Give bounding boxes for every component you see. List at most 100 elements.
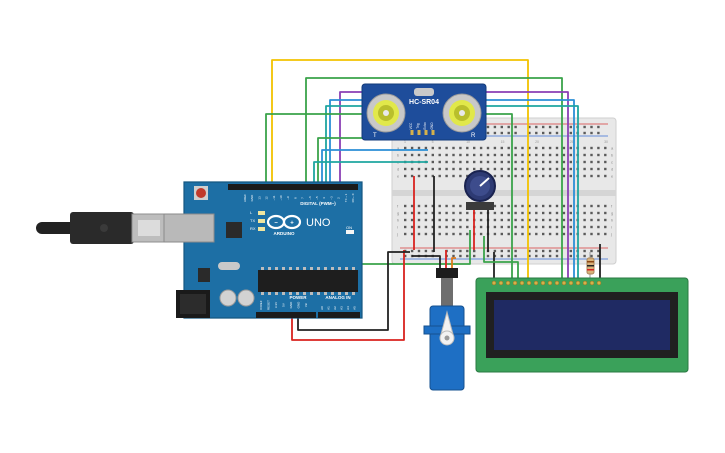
breadboard-hole[interactable] <box>493 232 497 236</box>
breadboard-hole[interactable] <box>452 160 455 164</box>
breadboard-hole[interactable] <box>514 218 517 222</box>
breadboard-hole[interactable] <box>562 204 566 208</box>
breadboard-hole[interactable] <box>410 174 414 178</box>
breadboard-hole[interactable] <box>404 167 407 171</box>
breadboard-hole[interactable] <box>555 174 559 178</box>
rail-hole[interactable] <box>486 125 490 129</box>
lcd-pin[interactable] <box>589 280 595 286</box>
breadboard-hole[interactable] <box>493 204 497 208</box>
breadboard-hole[interactable] <box>528 167 531 171</box>
breadboard-hole[interactable] <box>404 232 407 236</box>
breadboard-hole[interactable] <box>445 146 448 150</box>
lcd-pin[interactable] <box>582 280 588 286</box>
rail-hole[interactable] <box>555 254 559 258</box>
breadboard-hole[interactable] <box>604 211 607 215</box>
breadboard-hole[interactable] <box>417 167 421 171</box>
breadboard-hole[interactable] <box>410 225 414 229</box>
breadboard-hole[interactable] <box>493 153 497 157</box>
breadboard-hole[interactable] <box>507 160 510 164</box>
rail-hole[interactable] <box>507 254 510 258</box>
rail-hole[interactable] <box>493 131 497 135</box>
rail-hole[interactable] <box>507 125 510 129</box>
rail-hole[interactable] <box>555 131 559 135</box>
breadboard-hole[interactable] <box>410 146 414 150</box>
rail-hole[interactable] <box>590 131 593 135</box>
breadboard-hole[interactable] <box>473 160 476 164</box>
breadboard-hole[interactable] <box>493 174 497 178</box>
rail-hole[interactable] <box>528 125 531 129</box>
servo-horn-icon[interactable] <box>439 310 455 346</box>
breadboard-hole[interactable] <box>555 167 559 171</box>
servo-motor[interactable] <box>423 268 471 391</box>
breadboard-hole[interactable] <box>452 167 455 171</box>
rail-hole[interactable] <box>542 249 545 253</box>
breadboard-hole[interactable] <box>500 218 503 222</box>
breadboard-hole[interactable] <box>535 225 538 229</box>
breadboard-hole[interactable] <box>500 160 503 164</box>
breadboard-hole[interactable] <box>562 167 566 171</box>
rail-hole[interactable] <box>507 131 510 135</box>
breadboard-hole[interactable] <box>479 211 483 215</box>
breadboard-hole[interactable] <box>493 218 497 222</box>
breadboard-hole[interactable] <box>569 153 572 157</box>
breadboard-hole[interactable] <box>583 174 586 178</box>
breadboard-hole[interactable] <box>528 204 531 208</box>
breadboard-hole[interactable] <box>535 146 538 150</box>
breadboard-hole[interactable] <box>542 232 545 236</box>
breadboard-hole[interactable] <box>604 153 607 157</box>
breadboard-hole[interactable] <box>548 204 552 208</box>
breadboard-hole[interactable] <box>542 167 545 171</box>
potentiometer[interactable] <box>464 170 496 210</box>
breadboard-hole[interactable] <box>528 218 531 222</box>
lcd-pin[interactable] <box>540 280 546 286</box>
breadboard-hole[interactable] <box>417 218 421 222</box>
breadboard-hole[interactable] <box>597 153 600 157</box>
reset-button-icon[interactable] <box>194 186 208 200</box>
breadboard-hole[interactable] <box>424 146 428 150</box>
breadboard-hole[interactable] <box>445 225 448 229</box>
breadboard-hole[interactable] <box>562 211 566 215</box>
breadboard-hole[interactable] <box>514 160 517 164</box>
breadboard-hole[interactable] <box>445 218 448 222</box>
rail-hole[interactable] <box>473 254 476 258</box>
breadboard-hole[interactable] <box>438 167 441 171</box>
lcd-pin[interactable] <box>554 280 560 286</box>
breadboard-hole[interactable] <box>528 211 531 215</box>
breadboard-hole[interactable] <box>521 167 524 171</box>
breadboard-hole[interactable] <box>535 218 538 222</box>
rail-hole[interactable] <box>597 249 600 253</box>
breadboard-hole[interactable] <box>521 204 524 208</box>
lcd-pins[interactable] <box>491 280 602 286</box>
breadboard-hole[interactable] <box>569 204 572 208</box>
breadboard-hole[interactable] <box>507 232 510 236</box>
breadboard-hole[interactable] <box>542 204 545 208</box>
breadboard-hole[interactable] <box>410 218 414 222</box>
breadboard-hole[interactable] <box>507 218 510 222</box>
sensor-pin[interactable] <box>417 130 421 135</box>
breadboard-hole[interactable] <box>438 146 441 150</box>
rail-hole[interactable] <box>569 254 572 258</box>
breadboard-hole[interactable] <box>479 153 483 157</box>
breadboard-hole[interactable] <box>535 167 538 171</box>
breadboard-hole[interactable] <box>555 146 559 150</box>
rail-hole[interactable] <box>542 125 545 129</box>
breadboard-hole[interactable] <box>583 153 586 157</box>
lcd-pin[interactable] <box>575 280 581 286</box>
breadboard-hole[interactable] <box>562 174 566 178</box>
breadboard-hole[interactable] <box>597 146 600 150</box>
breadboard-hole[interactable] <box>452 174 455 178</box>
breadboard-hole[interactable] <box>597 167 600 171</box>
rail-hole[interactable] <box>528 131 531 135</box>
breadboard-hole[interactable] <box>507 174 510 178</box>
rail-hole[interactable] <box>590 254 593 258</box>
rail-hole[interactable] <box>535 254 538 258</box>
breadboard-hole[interactable] <box>562 160 566 164</box>
breadboard-hole[interactable] <box>604 160 607 164</box>
breadboard-hole[interactable] <box>507 153 510 157</box>
breadboard-hole[interactable] <box>569 146 572 150</box>
breadboard-hole[interactable] <box>535 153 538 157</box>
breadboard-hole[interactable] <box>424 225 428 229</box>
breadboard-hole[interactable] <box>473 146 476 150</box>
breadboard-hole[interactable] <box>514 174 517 178</box>
